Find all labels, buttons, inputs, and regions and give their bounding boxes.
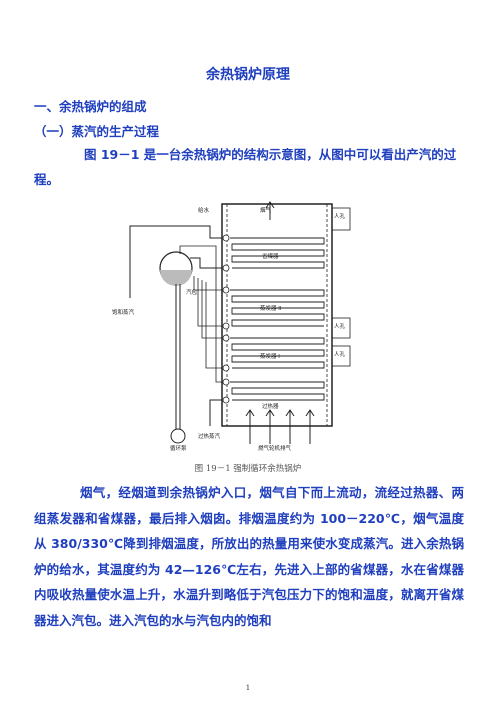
label-evaporator1: 蒸发器 I <box>260 352 280 360</box>
body-paragraph: 烟气，经烟道到余热锅炉入口，烟气自下而上流动，流经过热器、两组蒸发器和省煤器，最… <box>34 485 464 628</box>
header-circle <box>222 378 230 386</box>
label-circulation-pump: 循环泵 <box>170 444 187 452</box>
label-gas-inlet: 燃气轮机排气 <box>258 444 292 452</box>
riser-pipes <box>193 276 223 369</box>
label-manhole-low: 人孔 <box>334 350 346 358</box>
header-circle <box>222 264 230 272</box>
gas-inlet-arrow <box>305 409 315 444</box>
label-economizer: 省煤器 <box>262 252 279 260</box>
feedwater-pipe <box>129 225 223 298</box>
subsection-heading: （一）蒸汽的生产过程 <box>34 124 160 139</box>
label-manhole-top: 人孔 <box>334 212 346 220</box>
boiler-casing <box>221 203 333 427</box>
economizer-to-drum-pipe <box>190 257 223 269</box>
header-circle <box>222 234 230 242</box>
page-number: 1 <box>245 684 251 692</box>
evaporator2-coil <box>230 289 325 327</box>
manhole-box-low <box>331 345 351 367</box>
label-evaporator2: 蒸发器 II <box>260 304 282 312</box>
gas-inlet-arrow <box>265 409 275 444</box>
label-drum: 汽包 <box>186 288 198 296</box>
header-circle <box>222 334 230 342</box>
economizer-coil <box>230 237 325 269</box>
gas-inlet-arrow <box>285 409 295 444</box>
figure-caption: 图 19－1 强制循环余热锅炉 <box>194 464 302 474</box>
evaporator1-coil <box>230 337 325 369</box>
header-circle <box>222 364 230 372</box>
label-superheated-steam: 过热蒸汽 <box>198 432 221 440</box>
circulation-pump-shape <box>170 428 186 444</box>
label-manhole-mid: 人孔 <box>334 322 346 330</box>
page-title: 余热锅炉原理 <box>206 67 290 83</box>
intro-paragraph: 图 19－1 是一台余热锅炉的结构示意图，从图中可以看出产汽的过程。 <box>34 147 457 187</box>
label-flue-gas: 烟气 <box>260 206 272 214</box>
drum-water-fill <box>160 270 192 286</box>
header-circle <box>222 396 230 404</box>
superheater-coil <box>230 381 325 401</box>
label-feedwater: 给水 <box>198 206 210 214</box>
section-heading: 一、余热锅炉的组成 <box>34 99 147 114</box>
flue-gas-arrow <box>265 201 275 220</box>
manhole-box-mid <box>331 317 351 339</box>
gas-inlet-arrow <box>245 409 255 444</box>
steam-to-superheater-pipe <box>179 245 223 383</box>
header-circle <box>222 322 230 330</box>
superheater-outlet-pipe <box>209 399 223 426</box>
manhole-box-top <box>331 207 351 231</box>
boiler-diagram: 给水 烟气 人孔 省煤器 人孔 蒸发器 II 人孔 蒸发器 I 过热器 饱和蒸汽… <box>112 201 351 452</box>
label-water-steam: 饱和蒸汽 <box>112 308 135 316</box>
header-circle <box>222 286 230 294</box>
label-superheater: 过热器 <box>262 402 279 410</box>
